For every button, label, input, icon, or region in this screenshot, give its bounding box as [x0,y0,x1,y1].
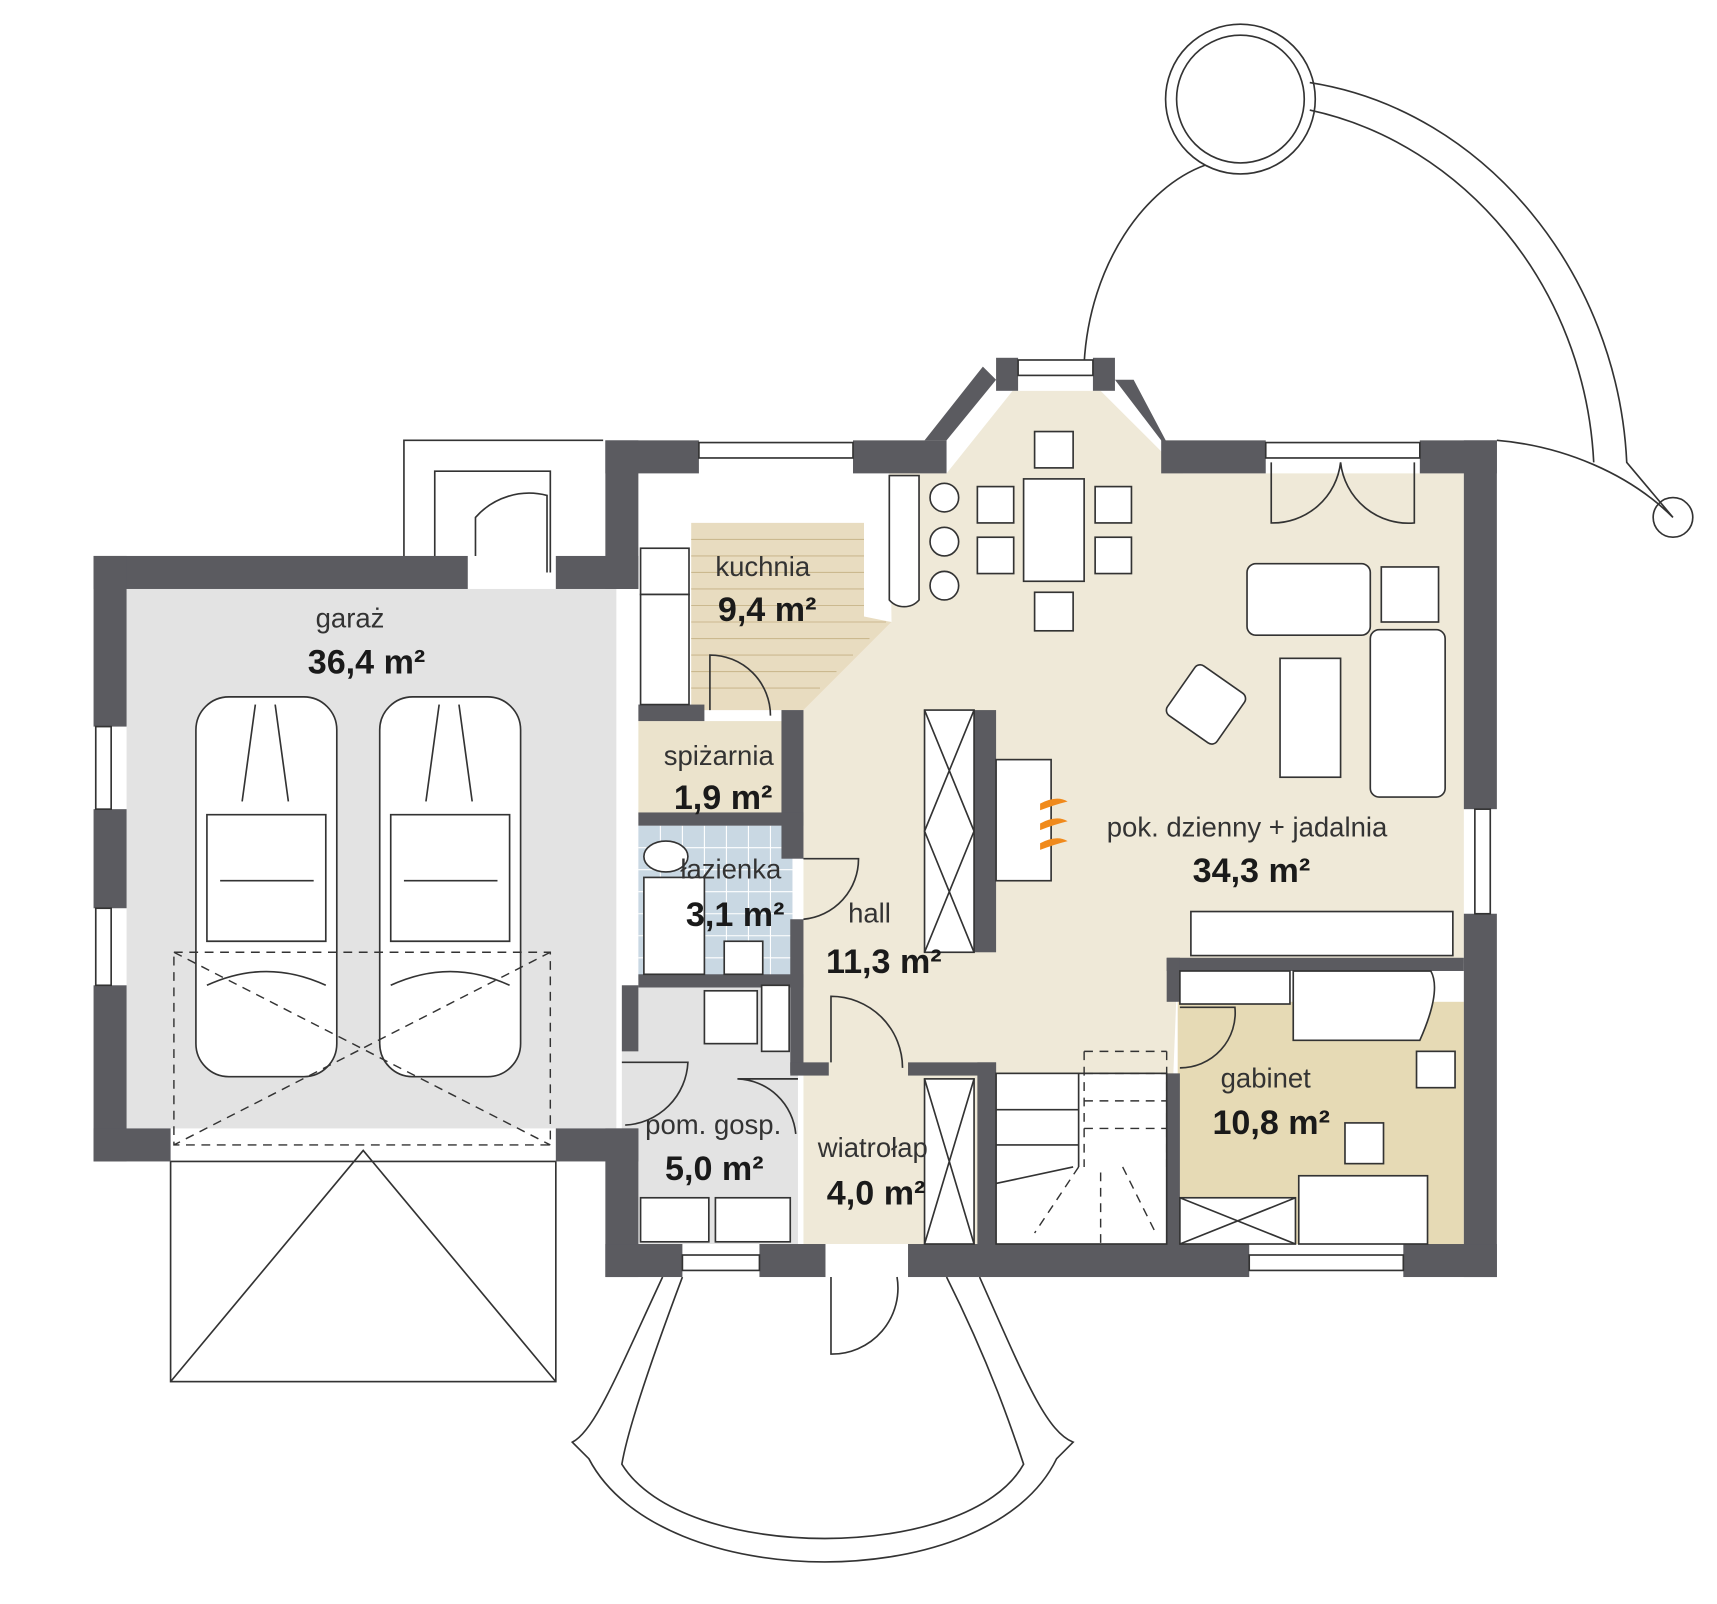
wardrobe-cross [1179,1197,1296,1245]
coffee-table [1279,657,1342,779]
washing-machine [703,989,759,1045]
bar-stool [929,570,960,601]
garden-lamp [1652,496,1694,539]
room-name-garage: garaż [316,603,385,634]
staircase [995,1050,1168,1245]
wardrobe-cross [923,1078,975,1245]
room-labels: garaż 36,4 m² kuchnia 9,4 m² spiżarnia 1… [308,551,1388,1213]
room-name-living-dining: pok. dzienny + jadalnia [1107,812,1388,843]
room-name-pantry: spiżarnia [664,740,775,771]
armchair-square [1380,566,1440,623]
vestibule-door [830,995,904,1068]
doors [474,462,1416,1355]
utility-counter [714,1196,792,1243]
gazebo-inner [1175,34,1306,164]
bathroom-door [803,857,860,921]
tv-cabinet [1190,910,1454,957]
utility-garage-door [621,1061,689,1126]
room-area-office: 10,8 m² [1212,1104,1330,1142]
room-name-bathroom: łazienka [680,854,782,885]
windows [94,359,1492,1272]
office-cabinet [1415,1050,1456,1089]
dining-table [1022,478,1085,583]
chair [1033,591,1074,632]
kitchen-bar [888,474,920,608]
cars [173,696,552,1146]
desk [1297,1174,1429,1245]
chair [1094,536,1133,575]
carport-roof [169,1160,557,1383]
room-name-kitchen: kuchnia [715,551,810,582]
utility-door [737,1078,798,1134]
room-name-hall: hall [848,898,891,929]
room-area-bathroom: 3,1 m² [686,896,785,934]
washbasin [723,940,764,976]
office-shelf [1179,970,1291,1005]
front-terrace [570,1276,1075,1563]
pantry-floor [638,721,793,815]
garden-path [1083,81,1674,519]
room-name-utility: pom. gosp. [645,1109,781,1140]
wardrobe [923,709,975,954]
garden-door [474,492,548,573]
bar-stool [929,526,960,557]
fireplace-flame-icon [1040,798,1068,850]
utility-sink [639,1196,710,1243]
garage-door-overhead [173,951,552,1146]
armchair [1165,664,1247,745]
room-area-pantry: 1,9 m² [674,779,773,817]
wardrobe-cross [923,709,975,953]
office-door [1179,1006,1237,1069]
terrace-door [1270,462,1416,525]
sofa [1246,562,1372,637]
car [378,696,522,1078]
room-area-living-dining: 34,3 m² [1193,852,1311,890]
room-area-hall: 11,3 m² [826,943,942,981]
room-area-kitchen: 9,4 m² [718,591,817,629]
room-area-utility: 5,0 m² [665,1150,764,1188]
entrance-door [830,1276,899,1355]
chair [1033,430,1074,469]
garden-gazebo [1164,23,1317,175]
toilet [643,840,689,873]
exterior [169,23,1694,1563]
car [195,696,338,1078]
pantry-door [709,654,772,716]
boiler [760,984,790,1053]
room-area-vestibule: 4,0 m² [827,1174,926,1212]
walls [93,357,1497,1278]
side-porch [403,439,604,573]
chair [1094,485,1133,524]
chair [976,536,1015,575]
fireplace [995,758,1052,882]
chair [976,485,1015,524]
furniture [639,430,1456,1245]
room-name-vestibule: wiatrołap [817,1132,928,1163]
carport-roof-ridge [169,1149,557,1383]
sofa-bed [1292,970,1436,1042]
sofa-side [1369,628,1446,798]
shower [643,876,706,976]
kitchen-counter [639,593,690,706]
room-area-garage: 36,4 m² [308,644,426,682]
desk-chair [1344,1122,1385,1165]
bar-stool [929,482,960,513]
stove [639,547,690,596]
room-name-office: gabinet [1221,1063,1312,1094]
